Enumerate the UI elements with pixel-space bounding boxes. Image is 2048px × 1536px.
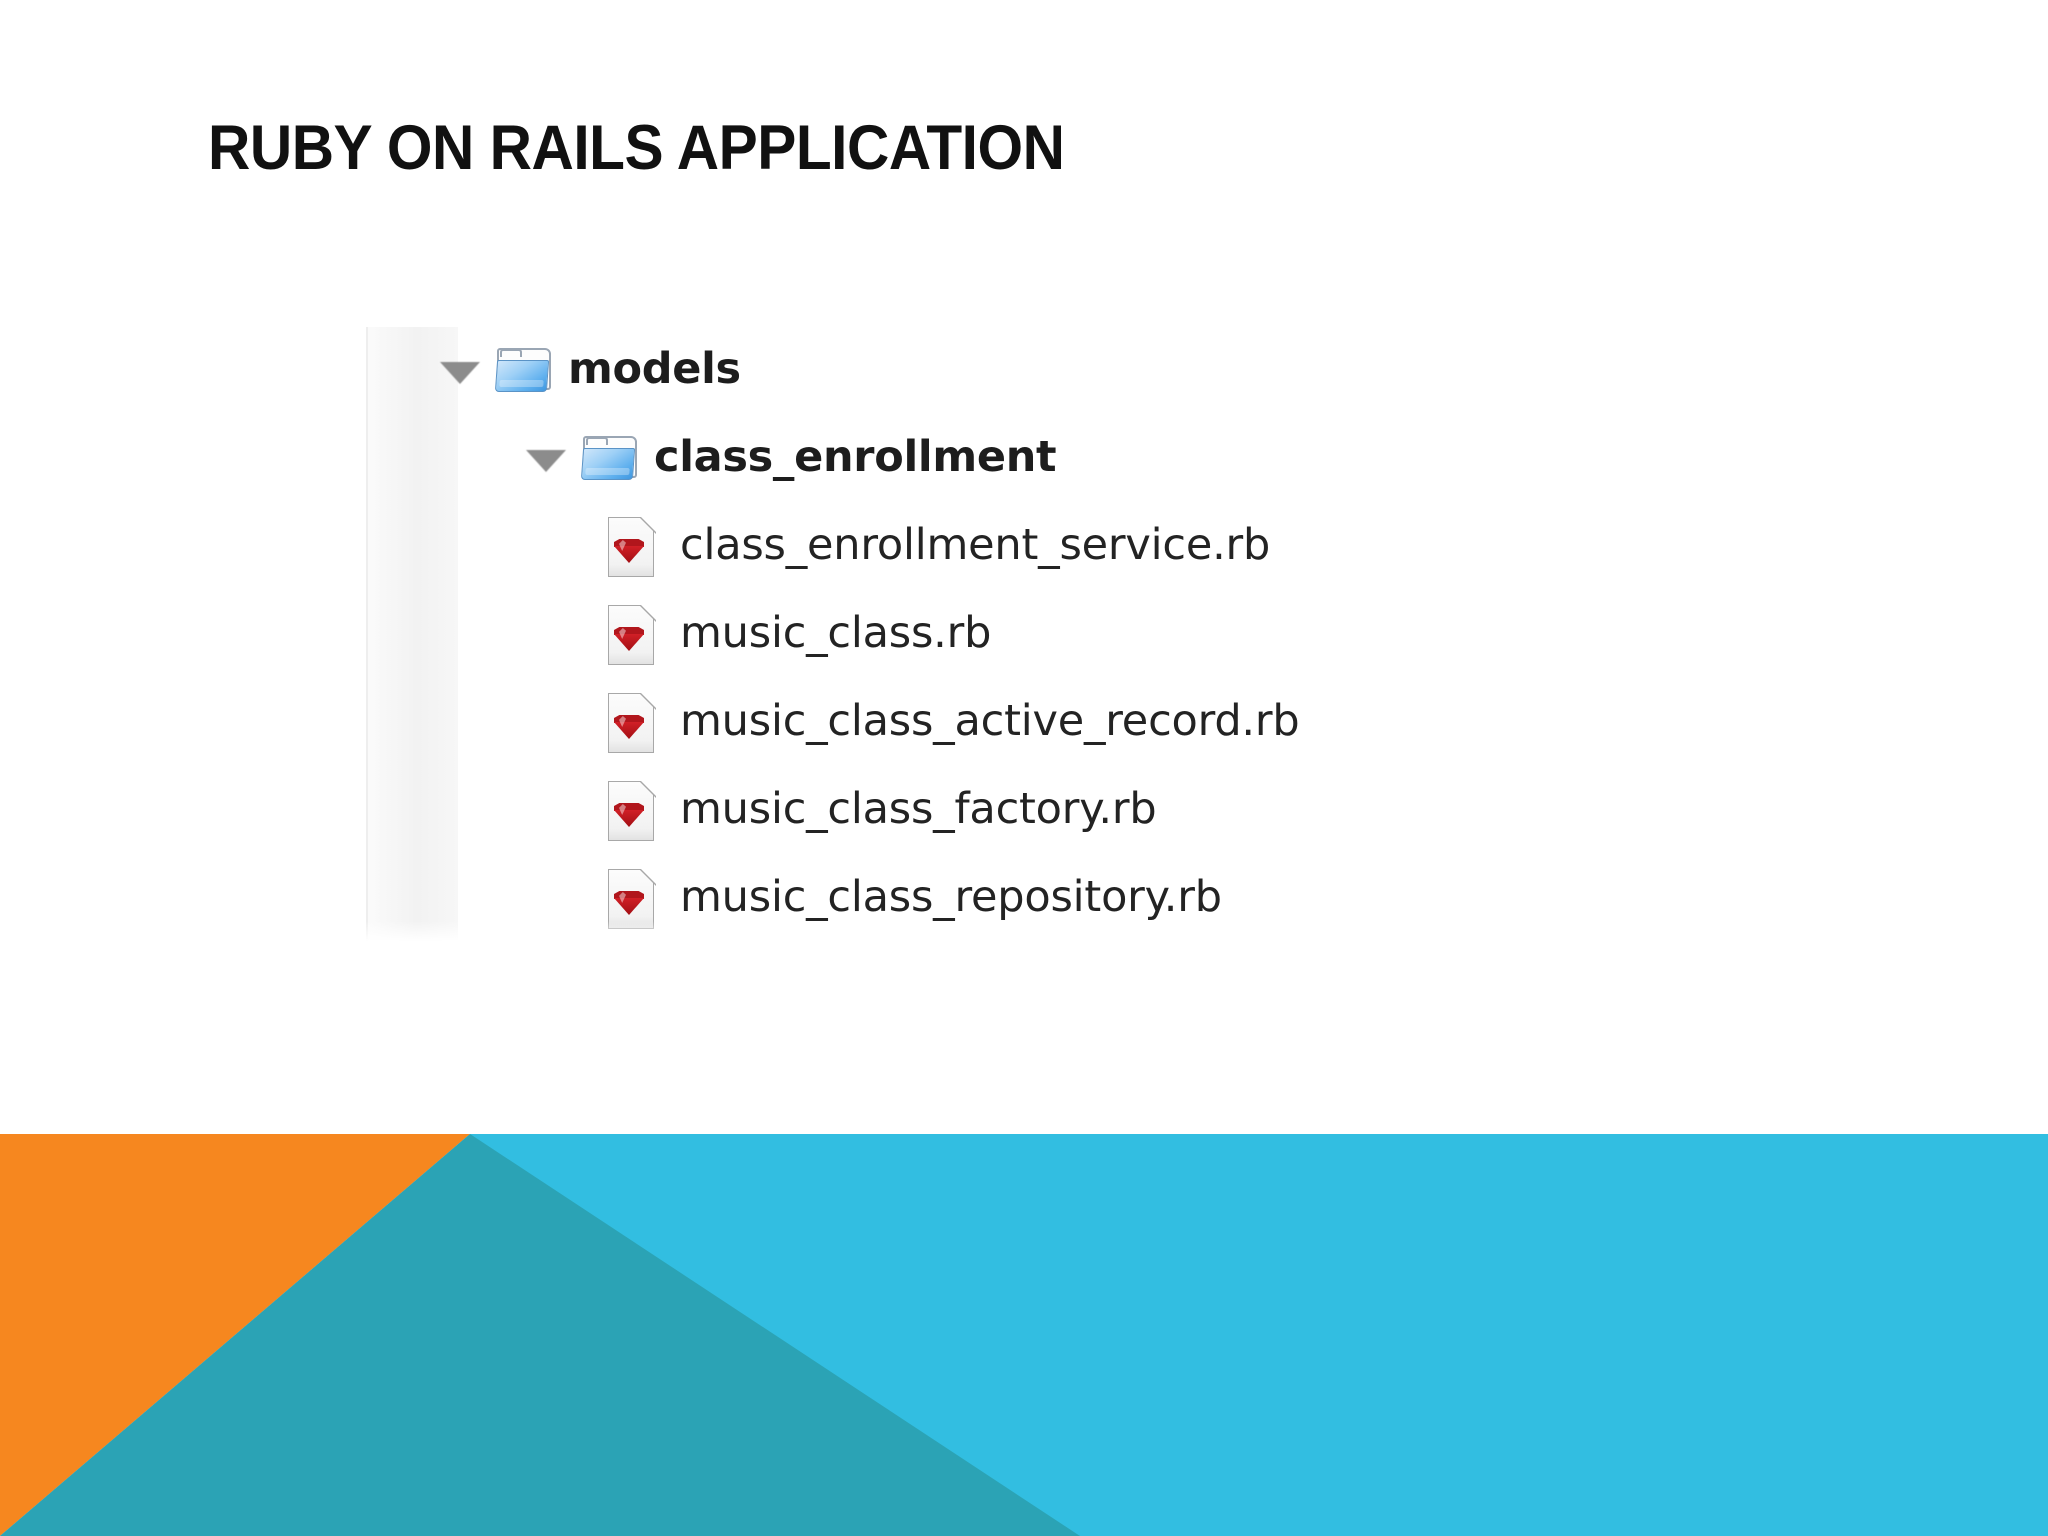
tree-row[interactable]: music_class_factory.rb — [366, 767, 1621, 855]
tree-row-label: models — [568, 343, 741, 394]
decorative-band — [0, 1134, 2048, 1536]
tree-row[interactable]: models — [366, 327, 1621, 415]
tree-row-label: music_class_repository.rb — [680, 871, 1222, 922]
ruby-file-icon — [606, 691, 658, 755]
tree-row[interactable]: music_class_repository.rb — [366, 855, 1621, 943]
triangle-down-icon[interactable] — [526, 450, 566, 472]
tree-gutter — [366, 327, 458, 947]
tree-row-clipped[interactable] — [366, 943, 1621, 947]
tree-row-label: music_class_active_record.rb — [680, 695, 1300, 746]
ruby-file-icon — [606, 603, 658, 667]
ruby-file-icon — [606, 515, 658, 579]
ruby-file-icon — [606, 779, 658, 843]
ruby-file-icon — [606, 943, 658, 947]
ruby-file-icon — [606, 867, 658, 931]
tree-row-label: music_class.rb — [680, 607, 992, 658]
tree-row[interactable]: music_class_active_record.rb — [366, 679, 1621, 767]
folder-open-blue-icon — [494, 348, 554, 394]
file-tree-screenshot: models class_enrollment class_enrollment… — [366, 327, 1621, 947]
tree-row-label: class_enrollment_service.rb — [680, 519, 1271, 570]
tree-row-label: music_class_factory.rb — [680, 783, 1157, 834]
triangle-down-icon[interactable] — [440, 362, 480, 384]
tree-row-label: class_enrollment — [654, 431, 1057, 482]
tree-row[interactable]: music_class.rb — [366, 591, 1621, 679]
folder-open-blue-icon — [580, 436, 640, 482]
tree-row[interactable]: class_enrollment_service.rb — [366, 503, 1621, 591]
tree-row[interactable]: class_enrollment — [366, 415, 1621, 503]
page-title: Ruby on Rails Application — [208, 113, 1065, 183]
tree-gutter-edge — [366, 327, 368, 947]
file-tree: models class_enrollment class_enrollment… — [366, 327, 1621, 947]
